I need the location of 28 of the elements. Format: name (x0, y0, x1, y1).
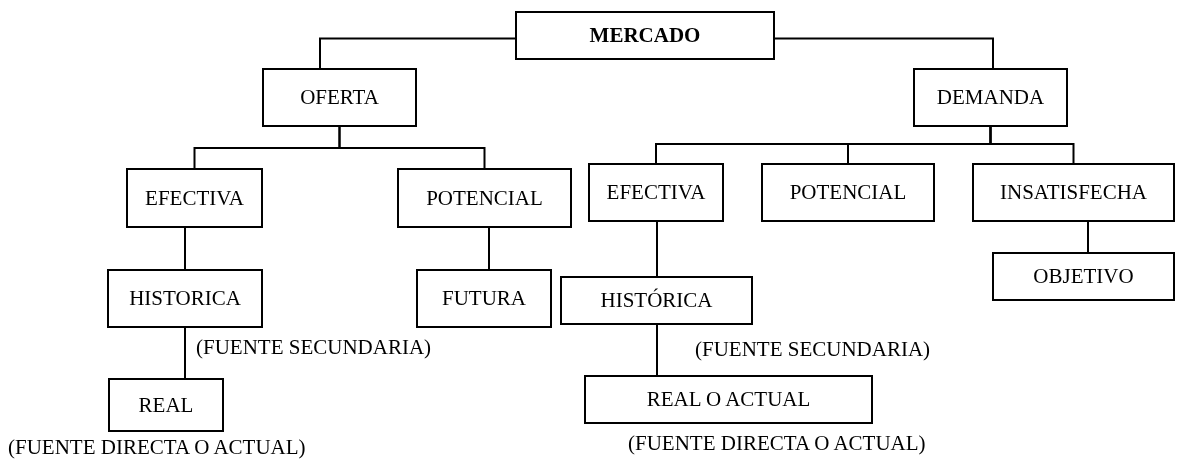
node-box: REAL O ACTUAL (584, 375, 873, 424)
connector-line (184, 227, 186, 270)
node-box: REAL (108, 378, 224, 432)
connector-line (488, 227, 490, 270)
connector-line (774, 37, 994, 69)
note-text: (FUENTE SECUNDARIA) (196, 334, 432, 361)
node-box: HISTORICA (107, 269, 263, 328)
node-box: EFECTIVA (126, 168, 263, 228)
node-box: FUTURA (416, 269, 552, 328)
node-box: HISTÓRICA (560, 276, 753, 325)
note-text: (FUENTE DIRECTA O ACTUAL) (8, 434, 306, 461)
connector-line (184, 327, 186, 379)
connector-line (989, 126, 1075, 164)
connector-line (1087, 221, 1089, 253)
node-box: MERCADO (515, 11, 775, 60)
node-box: POTENCIAL (397, 168, 572, 228)
node-box: INSATISFECHA (972, 163, 1175, 222)
connector-line (338, 126, 486, 169)
connector-line (319, 37, 516, 69)
note-text: (FUENTE SECUNDARIA) (695, 336, 931, 363)
connector-line (656, 324, 658, 376)
node-box: EFECTIVA (588, 163, 724, 222)
note-text: (FUENTE DIRECTA O ACTUAL) (628, 430, 926, 457)
node-box: POTENCIAL (761, 163, 935, 222)
node-box: DEMANDA (913, 68, 1068, 127)
node-box: OFERTA (262, 68, 417, 127)
connector-line (656, 221, 658, 277)
node-box: OBJETIVO (992, 252, 1175, 301)
